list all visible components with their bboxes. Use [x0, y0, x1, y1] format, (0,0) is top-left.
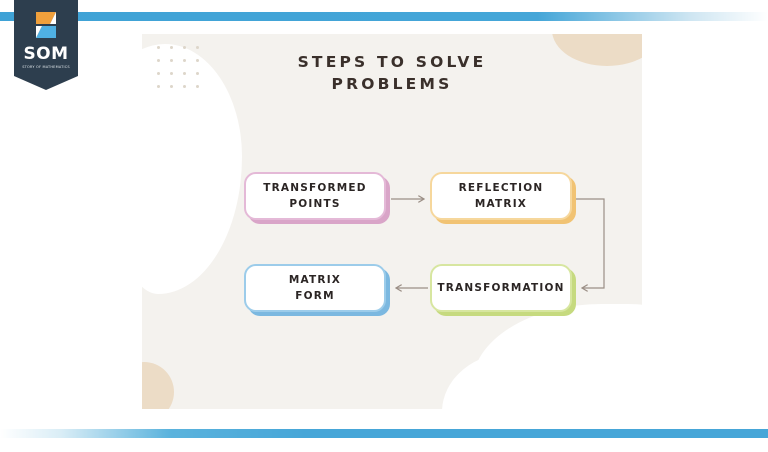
- step-transformed-points: TRANSFORMED POINTS: [244, 172, 386, 220]
- bottom-accent-bar: [0, 429, 768, 438]
- title-line-1: STEPS TO SOLVE: [297, 53, 487, 71]
- step-label: MATRIX: [474, 198, 528, 210]
- step-label: MATRIX: [288, 274, 342, 286]
- step-label: FORM: [295, 290, 335, 302]
- logo-subtext: STORY OF MATHEMATICS: [22, 65, 70, 69]
- som-logo: SOM STORY OF MATHEMATICS: [14, 0, 78, 90]
- diagram-title: STEPS TO SOLVE PROBLEMS: [142, 51, 642, 95]
- step-matrix-form: MATRIX FORM: [244, 264, 386, 312]
- diagram-panel: STEPS TO SOLVE PROBLEMS TRANSFORMED POIN…: [142, 34, 642, 409]
- decor-dot-grid: [157, 46, 217, 106]
- arrow-elbow-icon: [576, 198, 605, 288]
- step-reflection-matrix: REFLECTION MATRIX: [430, 172, 572, 220]
- logo-badge-icon: [14, 0, 78, 90]
- title-line-2: PROBLEMS: [331, 75, 453, 93]
- step-label: TRANSFORMATION: [437, 282, 565, 294]
- step-label: TRANSFORMED: [263, 182, 367, 194]
- step-transformation: TRANSFORMATION: [430, 264, 572, 312]
- step-label: REFLECTION: [458, 182, 544, 194]
- logo-text: SOM: [23, 44, 69, 64]
- flow-arrows: [391, 34, 605, 409]
- step-label: POINTS: [289, 198, 341, 210]
- top-accent-bar: [0, 12, 768, 21]
